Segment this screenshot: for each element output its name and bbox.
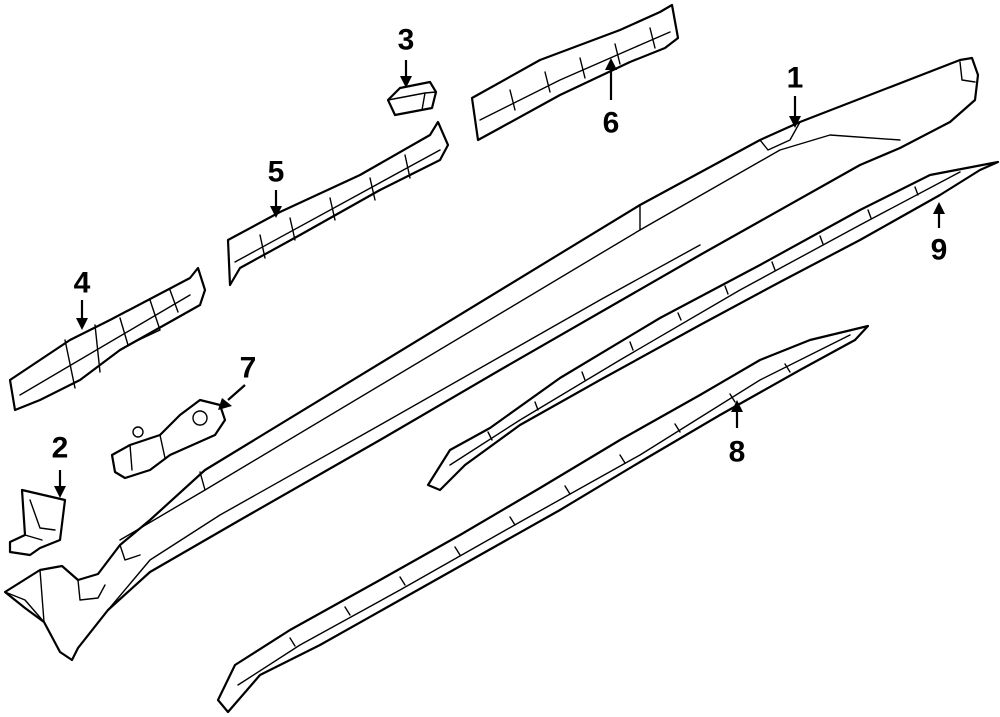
arrowhead-3 — [400, 76, 412, 88]
arrowhead-2 — [54, 486, 66, 498]
callout-4: 4 — [74, 267, 91, 300]
callout-9: 9 — [931, 234, 948, 267]
part-9-upper-trim — [426, 160, 1000, 492]
callout-7: 7 — [240, 352, 257, 385]
arrowhead-5 — [270, 206, 282, 218]
arrowhead-1 — [789, 116, 801, 128]
callout-2: 2 — [52, 432, 69, 465]
arrowhead-9 — [933, 202, 945, 214]
part-1-rocker-panel — [3, 56, 980, 662]
arrowhead-7 — [218, 398, 232, 410]
callout-8: 8 — [729, 436, 746, 469]
part-2-bracket — [8, 488, 67, 557]
part-8-lower-trim — [216, 324, 870, 714]
part-5-reinforcement — [226, 120, 450, 287]
leader-lines — [54, 58, 945, 498]
arrowhead-4 — [76, 318, 88, 330]
part-3-clip — [386, 80, 438, 117]
part-4-reinforcement — [8, 266, 207, 412]
arrowhead-8 — [731, 400, 743, 412]
callout-6: 6 — [603, 107, 620, 140]
part-7-bracket — [110, 398, 227, 480]
leader-7 — [227, 384, 246, 401]
callout-labels: 1 2 3 4 5 6 7 8 9 — [52, 24, 948, 469]
callout-3: 3 — [398, 24, 415, 57]
part-6-reinforcement — [470, 3, 680, 142]
callout-5: 5 — [268, 156, 285, 189]
arrowhead-6 — [605, 58, 617, 70]
callout-1: 1 — [787, 62, 804, 95]
